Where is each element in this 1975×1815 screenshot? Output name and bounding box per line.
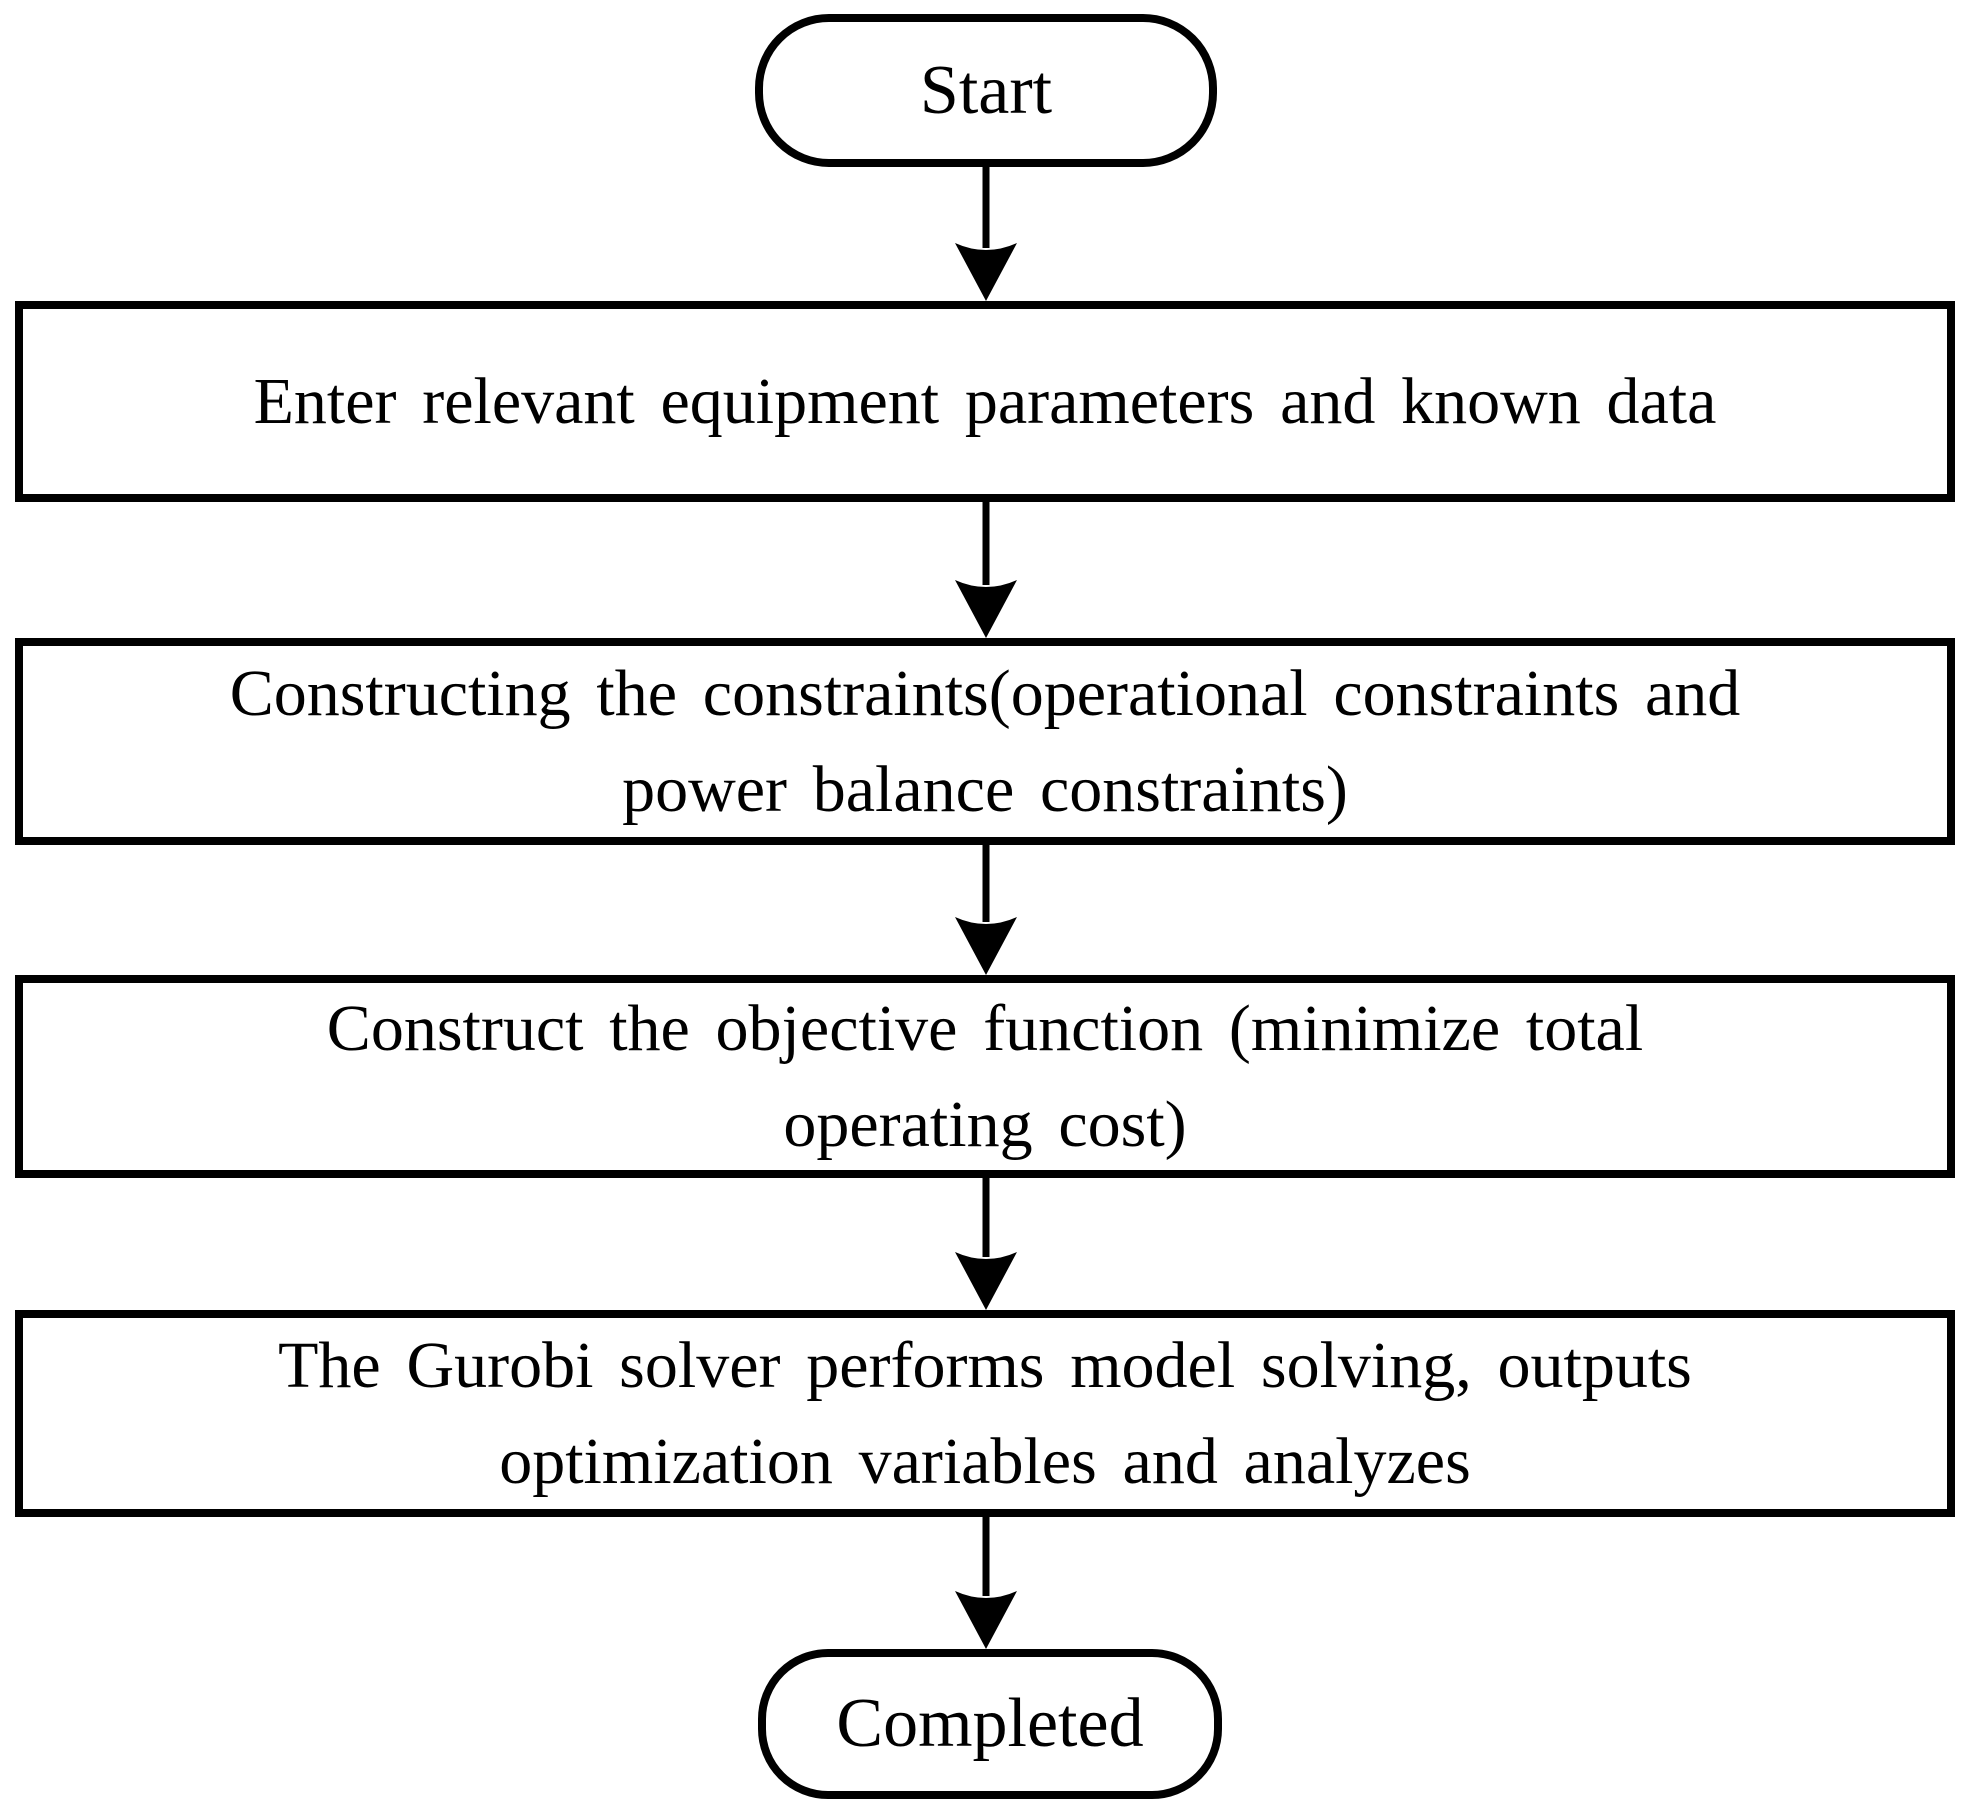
process-objective-function: Construct the objective function (minimi…: [15, 975, 1955, 1178]
process-gurobi-solver-line-1: The Gurobi solver performs model solving…: [278, 1329, 1692, 1403]
terminal-start: Start: [755, 14, 1217, 167]
process-objective-function-line-2: operating cost): [783, 1087, 1187, 1161]
process-construct-constraints-line-1: Constructing the constraints(operational…: [229, 657, 1741, 731]
flow-arrow-3: [955, 845, 1017, 975]
terminal-completed-label: Completed: [836, 1685, 1144, 1762]
flow-arrow-4: [955, 1178, 1017, 1310]
terminal-start-label: Start: [919, 51, 1053, 129]
process-enter-parameters: Enter relevant equipment parameters and …: [15, 301, 1955, 502]
process-objective-function-line-1: Construct the objective function (minimi…: [326, 992, 1644, 1066]
process-enter-parameters-line-1: Enter relevant equipment parameters and …: [253, 364, 1717, 438]
process-construct-constraints: Constructing the constraints(operational…: [15, 638, 1955, 845]
process-gurobi-solver-line-2: optimization variables and analyzes: [499, 1424, 1471, 1498]
process-construct-constraints-line-2: power balance constraints): [622, 752, 1348, 826]
process-gurobi-solver: The Gurobi solver performs model solving…: [15, 1310, 1955, 1517]
flow-arrow-5: [955, 1517, 1017, 1649]
terminal-completed: Completed: [758, 1649, 1222, 1799]
flow-arrow-1: [955, 167, 1017, 301]
flow-arrow-2: [955, 502, 1017, 638]
